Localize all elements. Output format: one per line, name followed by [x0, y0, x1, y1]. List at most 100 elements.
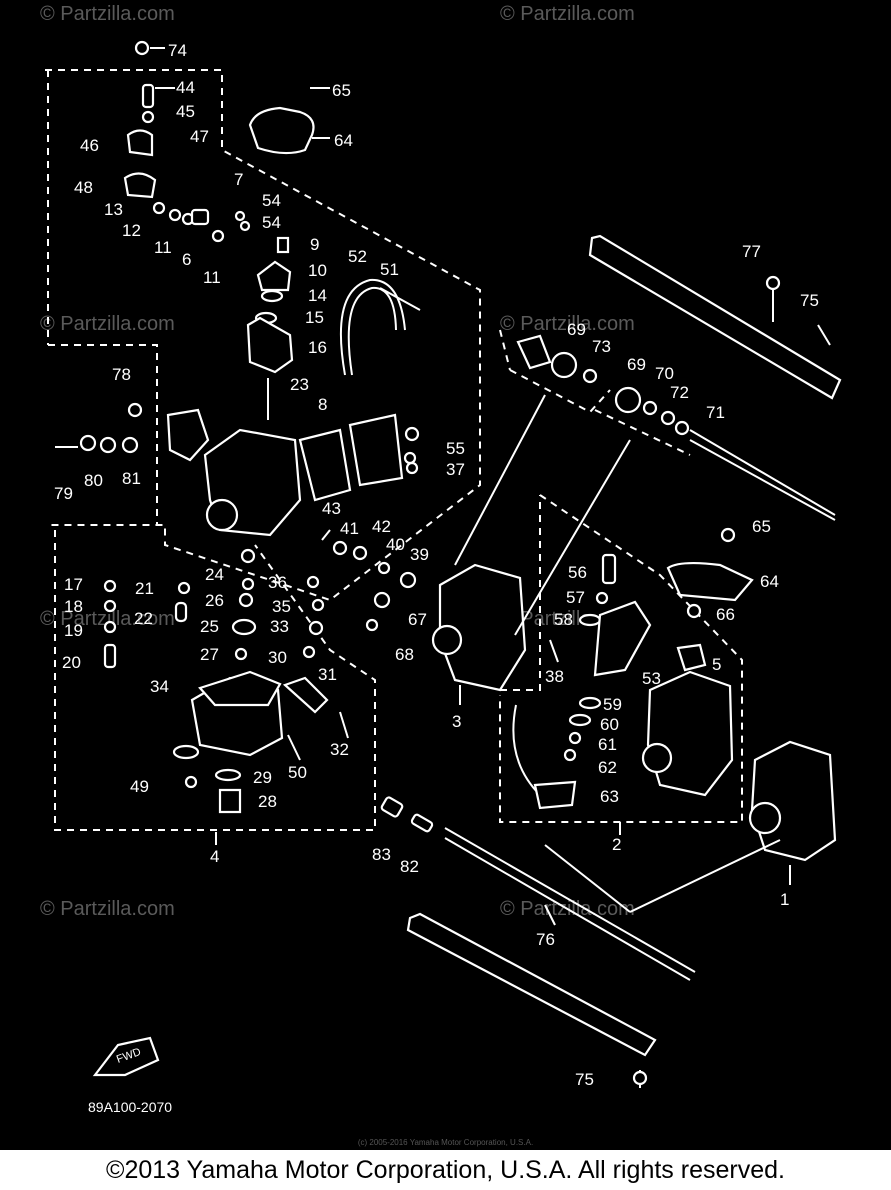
- callout-number: 69: [567, 320, 586, 339]
- callout-number: 22: [134, 609, 153, 628]
- callout-number: 62: [598, 758, 617, 777]
- callout-number: 17: [64, 575, 83, 594]
- callout-number: 71: [706, 403, 725, 422]
- callout-number: 61: [598, 735, 617, 754]
- callout-number: 34: [150, 677, 169, 696]
- callout-number: 52: [348, 247, 367, 266]
- left-outline: [48, 344, 158, 525]
- callout-number: 54: [262, 191, 281, 210]
- part-shapes: FWD: [55, 40, 842, 1088]
- callout-number: 63: [600, 787, 619, 806]
- callout-number: 10: [308, 261, 327, 280]
- callout-number: 8: [318, 395, 327, 414]
- callout-number: 45: [176, 102, 195, 121]
- callout-number: 36: [268, 573, 287, 592]
- callout-number: 73: [592, 337, 611, 356]
- callout-number: 30: [268, 648, 287, 667]
- callout-number: 46: [80, 136, 99, 155]
- callout-number: 31: [318, 665, 337, 684]
- callout-number: 33: [270, 617, 289, 636]
- callout-number: 79: [54, 484, 73, 503]
- callout-number: 6: [182, 250, 191, 269]
- callout-number: 40: [386, 535, 405, 554]
- callout-number: 2: [612, 835, 621, 854]
- callout-number: 64: [334, 131, 353, 150]
- callout-number: 35: [272, 597, 291, 616]
- callout-number: 38: [545, 667, 564, 686]
- callout-number: 81: [122, 469, 141, 488]
- callout-number: 82: [400, 857, 419, 876]
- callout-number: 28: [258, 792, 277, 811]
- callout-number: 70: [655, 364, 674, 383]
- callout-number: 42: [372, 517, 391, 536]
- callout-number: 55: [446, 439, 465, 458]
- callout-number: 25: [200, 617, 219, 636]
- callout-number: 11: [203, 268, 221, 287]
- callout-number: 58: [554, 610, 573, 629]
- callout-number: 76: [536, 930, 555, 949]
- callout-number: 69: [627, 355, 646, 374]
- callout-number: 66: [716, 605, 735, 624]
- mounting-rail-top: [588, 234, 842, 400]
- callout-number: 7: [234, 170, 243, 189]
- air-duct: [248, 106, 315, 155]
- callout-number: 59: [603, 695, 622, 714]
- parts-diagram: © Partzilla.com © Partzilla.com © Partzi…: [40, 3, 842, 1115]
- upper-left-outline: [45, 69, 481, 602]
- callout-number: 15: [305, 308, 324, 327]
- callout-number: 56: [568, 563, 587, 582]
- callout-number: 20: [62, 653, 81, 672]
- callout-number: 53: [642, 669, 661, 688]
- callout-number: 74: [168, 41, 187, 60]
- watermark: © Partzilla.com: [500, 313, 635, 335]
- callout-number: 12: [122, 221, 141, 240]
- callout-number: 9: [310, 235, 319, 254]
- callout-number: 60: [600, 715, 619, 734]
- watermark: © Partzilla.com: [40, 898, 175, 920]
- callout-number: 11: [154, 238, 172, 257]
- callout-number: 1: [780, 890, 789, 909]
- diagram-code: 89A100-2070: [88, 1099, 172, 1115]
- callout-number: 44: [176, 78, 195, 97]
- callout-number: 13: [104, 200, 123, 219]
- small-copyright: (c) 2005-2016 Yamaha Motor Corporation, …: [357, 1138, 534, 1147]
- callout-number: 65: [752, 517, 771, 536]
- carb-body-1: [750, 740, 837, 862]
- callout-number: 48: [74, 178, 93, 197]
- watermark: © Partzilla.com: [40, 608, 175, 630]
- callout-number: 64: [760, 572, 779, 591]
- callout-number: 65: [332, 81, 351, 100]
- watermark: © Partzilla.com: [40, 313, 175, 335]
- callout-number: 37: [446, 460, 465, 479]
- copyright-footer: ©2013 Yamaha Motor Corporation, U.S.A. A…: [0, 1150, 891, 1190]
- callout-number: 3: [452, 712, 461, 731]
- callout-number: 77: [742, 242, 761, 261]
- callout-number: 18: [64, 597, 83, 616]
- mounting-rail-bottom: [406, 912, 657, 1057]
- callout-number: 19: [64, 621, 83, 640]
- callout-number: 57: [566, 588, 585, 607]
- callout-number: 83: [372, 845, 391, 864]
- callout-number: 16: [308, 338, 327, 357]
- watermark: © Partzilla.com: [40, 3, 175, 25]
- callout-number: 80: [84, 471, 103, 490]
- callout-number: 75: [800, 291, 819, 310]
- callout-number: 27: [200, 645, 219, 664]
- callout-number: 47: [190, 127, 209, 146]
- fwd-arrow-icon: FWD: [92, 1036, 160, 1077]
- callout-number: 21: [135, 579, 154, 598]
- callout-number: 43: [322, 499, 341, 518]
- callout-number: 5: [712, 655, 721, 674]
- assembly-2-outline: [499, 494, 743, 823]
- callout-number: 29: [253, 768, 272, 787]
- callout-number: 49: [130, 777, 149, 796]
- callout-number: 51: [380, 260, 399, 279]
- callout-number: 23: [290, 375, 309, 394]
- callout-number: 26: [205, 591, 224, 610]
- callout-number: 41: [340, 519, 359, 538]
- carb-body-2: [646, 670, 734, 797]
- callout-number: 39: [410, 545, 429, 564]
- callout-number: 67: [408, 610, 427, 629]
- callout-number: 68: [395, 645, 414, 664]
- callout-number: 75: [575, 1070, 594, 1089]
